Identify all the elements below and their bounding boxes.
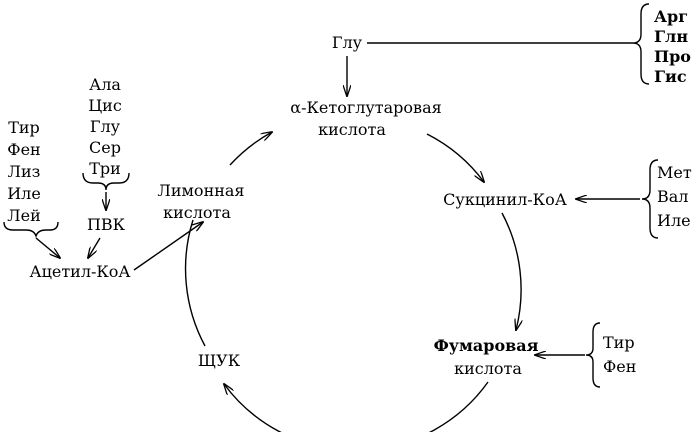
cycle-arc-oxaloacetate-to-citrate [184, 219, 206, 347]
pyruvate-source-2: Глу [90, 117, 121, 136]
citrate-label-line1: Лимонная [157, 181, 244, 200]
glu-source-3: Гис [654, 67, 687, 86]
pyruvate-sources-list: Ала Цис Глу Сер Три [88, 75, 122, 178]
oxaloacetate-label: ЩУК [198, 351, 241, 370]
pyruvate-sources-brace [82, 172, 130, 191]
glu-source-0: Арг [654, 7, 688, 26]
acetyl-source-2: Лиз [8, 162, 41, 181]
acetyl-source-0: Тир [8, 118, 40, 137]
fumarate-sources-brace [585, 322, 601, 388]
glu-label: Глу [332, 33, 363, 52]
fumarate-source-0: Тир [603, 333, 635, 352]
succinyl-sources-list: Мет Вал Иле [657, 163, 692, 230]
pvk-label: ПВК [87, 215, 126, 234]
ketoglutarate-label-line1: α-Кетоглутаровая [290, 98, 441, 117]
fumarate-sources-list: Тир Фен [603, 333, 636, 376]
acetyl-sources-to-acetyl-arrow [35, 237, 60, 258]
succinyl-source-2: Иле [657, 211, 691, 230]
acetyl-source-3: Иле [7, 184, 41, 203]
succinyl-coa-label: Сукцинил-КоА [443, 190, 567, 209]
pyruvate-source-4: Три [89, 159, 121, 178]
acetyl-sources-list: Тир Фен Лиз Иле Лей [7, 118, 41, 225]
acetyl-to-citrate-arrow [133, 222, 203, 271]
acetyl-sources-brace [3, 221, 59, 239]
cycle-arc-succinyl-to-fumarate [501, 212, 521, 330]
cycle-arc-fumarate-to-oxaloacetate [224, 382, 489, 432]
acetyl-source-4: Лей [7, 206, 40, 225]
succinyl-sources-brace [641, 159, 659, 239]
cycle-arc-ketoglutarate-to-succinyl [426, 133, 484, 182]
citrate-label-line2: кислота [163, 203, 231, 222]
glu-sources-list: Арг Глн Про Гис [654, 7, 691, 86]
acetyl-coa-label: Ацетил-КоА [29, 262, 130, 281]
pvk-to-acetyl-arrow [88, 237, 101, 258]
acetyl-source-1: Фен [7, 140, 40, 159]
glu-sources-brace [632, 3, 650, 85]
ketoglutarate-label-line2: кислота [318, 120, 386, 139]
succinyl-source-0: Мет [657, 163, 692, 182]
succinyl-source-1: Вал [657, 187, 688, 206]
cycle-arc-citrate-to-ketoglutarate [229, 132, 272, 166]
fumarate-label-line2: кислота [454, 359, 522, 378]
pyruvate-source-0: Ала [89, 75, 121, 94]
pyruvate-source-3: Сер [89, 138, 121, 157]
fumarate-source-1: Фен [603, 357, 636, 376]
glu-source-1: Глн [654, 27, 688, 46]
pyruvate-source-1: Цис [88, 96, 122, 115]
glu-source-2: Про [654, 47, 691, 66]
fumarate-label-line1: Фумаровая [434, 336, 539, 355]
